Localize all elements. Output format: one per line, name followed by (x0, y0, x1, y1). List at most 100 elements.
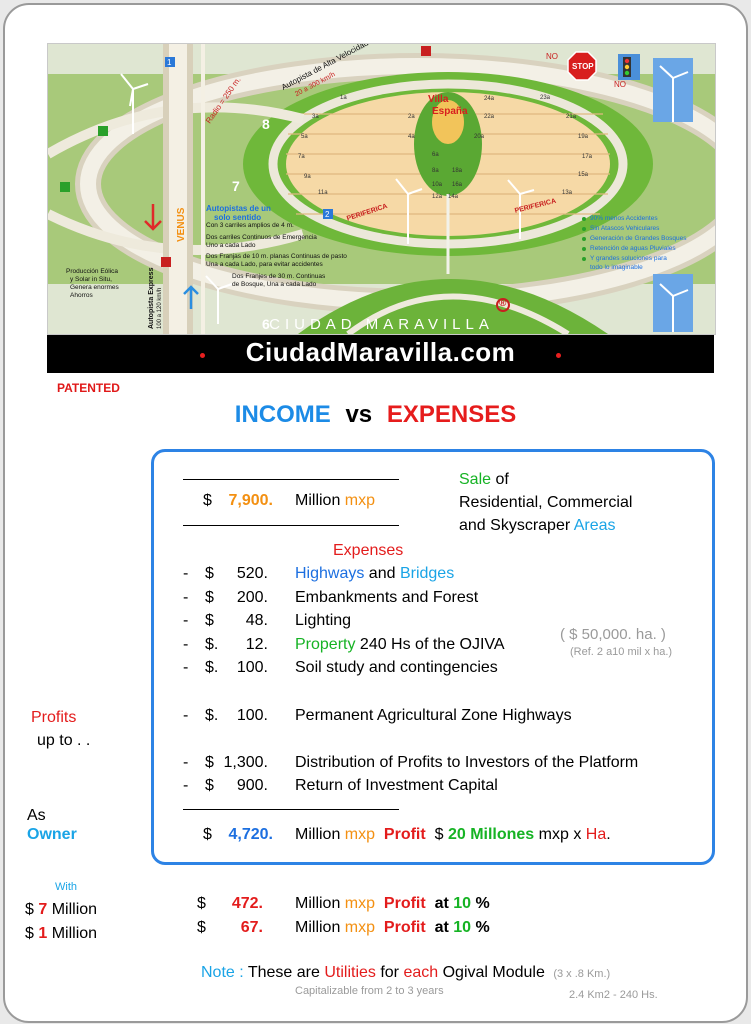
with-amount-7: 7 (38, 901, 48, 918)
venus-label: VENUS (176, 207, 187, 242)
percent-value: 10 (453, 919, 472, 936)
expense-amount: 520. (236, 565, 268, 582)
lot-label: 17a (582, 154, 593, 160)
expense-desc: Soil study and contingencies (295, 659, 498, 676)
benefit-item: 90% menos Accidentes (590, 215, 658, 222)
owner-profit-amount: 4,720. (228, 826, 273, 843)
percent-sign: % (475, 895, 490, 912)
currency-symbol: $. (205, 659, 219, 676)
million-word: Million (295, 919, 341, 936)
autopistas-desc-3: Uno a cada Lado (206, 242, 256, 249)
city-plan-drawing (48, 44, 715, 334)
million-word: Million (295, 492, 341, 509)
expense-amount: 900. (236, 777, 268, 794)
with-7-million: $ 7 Million (25, 901, 97, 919)
currency-symbol: $ (203, 826, 212, 843)
autopistas-title-1: Autopistas de un (206, 204, 271, 213)
currency-symbol: $ (205, 754, 214, 771)
currency-symbol: $ (203, 492, 212, 509)
property-word: Property (295, 636, 356, 653)
expense-amount: 48. (245, 612, 268, 629)
mxp-word: mxp (344, 895, 376, 912)
city-name-label: CIUDAD MARAVILLA (269, 316, 494, 333)
title-expenses: EXPENSES (386, 401, 517, 428)
lot-label: 18a (452, 168, 463, 174)
divider (183, 809, 399, 810)
currency-symbol: $ (25, 901, 34, 918)
note-text: These are (243, 964, 325, 981)
benefit-item: todo lo imaginable (590, 264, 643, 271)
page-card: VENUS Autopista de Alta Velocidad 20 a 3… (3, 3, 748, 1023)
divider (183, 479, 399, 480)
dash: - (183, 612, 189, 629)
lot-label: 15a (578, 172, 589, 178)
million-word: Million (295, 826, 341, 843)
lot-label: 3a (312, 114, 319, 120)
with-1-million: $ 1 Million (25, 925, 97, 943)
title-vs: vs (345, 401, 373, 428)
autopistas-desc-1: Con 3 carriles amplios de 4 m. (206, 222, 294, 229)
villa-label: Villa (428, 94, 449, 105)
currency-symbol: $ (197, 895, 206, 912)
lot-label: 22a (484, 114, 495, 120)
autopistas-title-2: solo sentido (214, 213, 262, 222)
expense-amount: 100. (236, 707, 268, 724)
dash: - (183, 754, 189, 771)
expense-desc: Property 240 Hs of the OJIVA (295, 636, 505, 654)
benefit-item: Y grandes soluciones para (590, 255, 667, 262)
profits-label: Profits (31, 709, 77, 726)
currency-symbol: $. (205, 636, 219, 653)
ojiva-text: 240 Hs of the OJIVA (355, 636, 505, 653)
utilities-note: Note : These are Utilities for each Ogiv… (201, 964, 610, 982)
lot-label: 16a (452, 182, 463, 188)
red-dot-icon (556, 353, 561, 358)
expense-desc: Return of Investment Capital (295, 777, 498, 794)
with-profit-amount: 472. (231, 895, 263, 912)
and-word: and (364, 565, 400, 582)
sale-unit: Million mxp (295, 492, 375, 510)
page-title: INCOME vs EXPENSES (5, 401, 746, 429)
site-name-bar: CiudadMaravilla.com (47, 335, 714, 373)
with-profit-desc: Million mxp Profit at 10 % (295, 895, 490, 913)
eolic-text-3: Genera enormes (70, 284, 119, 291)
with-label: With (55, 881, 77, 893)
lot-label: 19a (578, 134, 589, 140)
red-dot-icon (200, 353, 205, 358)
lot-label: 9a (304, 174, 311, 180)
autopistas-desc-7: de Bosque, Una a cada Lado (232, 281, 317, 288)
divider (183, 525, 399, 526)
currency-symbol: $ (434, 826, 444, 843)
utilities-word: Utilities (324, 964, 376, 981)
eolic-text-2: y Solar in Situ, (70, 276, 112, 283)
benefit-item: Generación de Grandes Bosques (590, 235, 687, 242)
period: . (606, 826, 611, 843)
lot-label: 10a (432, 182, 443, 188)
no-label-1: NO (546, 52, 558, 61)
million-word: Million (51, 901, 98, 918)
note-text: Ogival Module (438, 964, 545, 981)
city-plan-illustration: VENUS Autopista de Alta Velocidad 20 a 3… (47, 43, 716, 335)
expense-amount: 12. (245, 636, 268, 653)
expense-desc: Highways and Bridges (295, 565, 454, 583)
currency-symbol: $ (205, 589, 214, 606)
note-label: Note (201, 964, 235, 981)
price-note: ( $ 50,000. ha. ) (560, 626, 666, 643)
dash: - (183, 589, 189, 606)
per-hectare-amount: 20 Millones (447, 826, 535, 843)
expense-desc: Permanent Agricultural Zone Highways (295, 707, 572, 724)
percent-sign: % (475, 919, 490, 936)
mxp-word: mxp (344, 826, 376, 843)
with-profit-amount: 67. (240, 919, 263, 936)
expense-amount: 1,300. (223, 754, 268, 771)
owner-label: Owner (27, 826, 77, 843)
marker-2-label: 2 (325, 210, 330, 219)
owner-profit-desc: Million mxp Profit $ 20 Millones mxp x H… (295, 826, 611, 844)
espana-label: España (432, 106, 468, 117)
mxp-word: mxp (344, 492, 376, 509)
zone-number-7: 7 (232, 178, 240, 194)
lot-label: 21a (566, 114, 577, 120)
profit-word: Profit (383, 826, 426, 843)
lot-label: 5a (301, 134, 308, 140)
ha-word: Ha (585, 826, 607, 843)
lot-label: 24a (484, 96, 495, 102)
